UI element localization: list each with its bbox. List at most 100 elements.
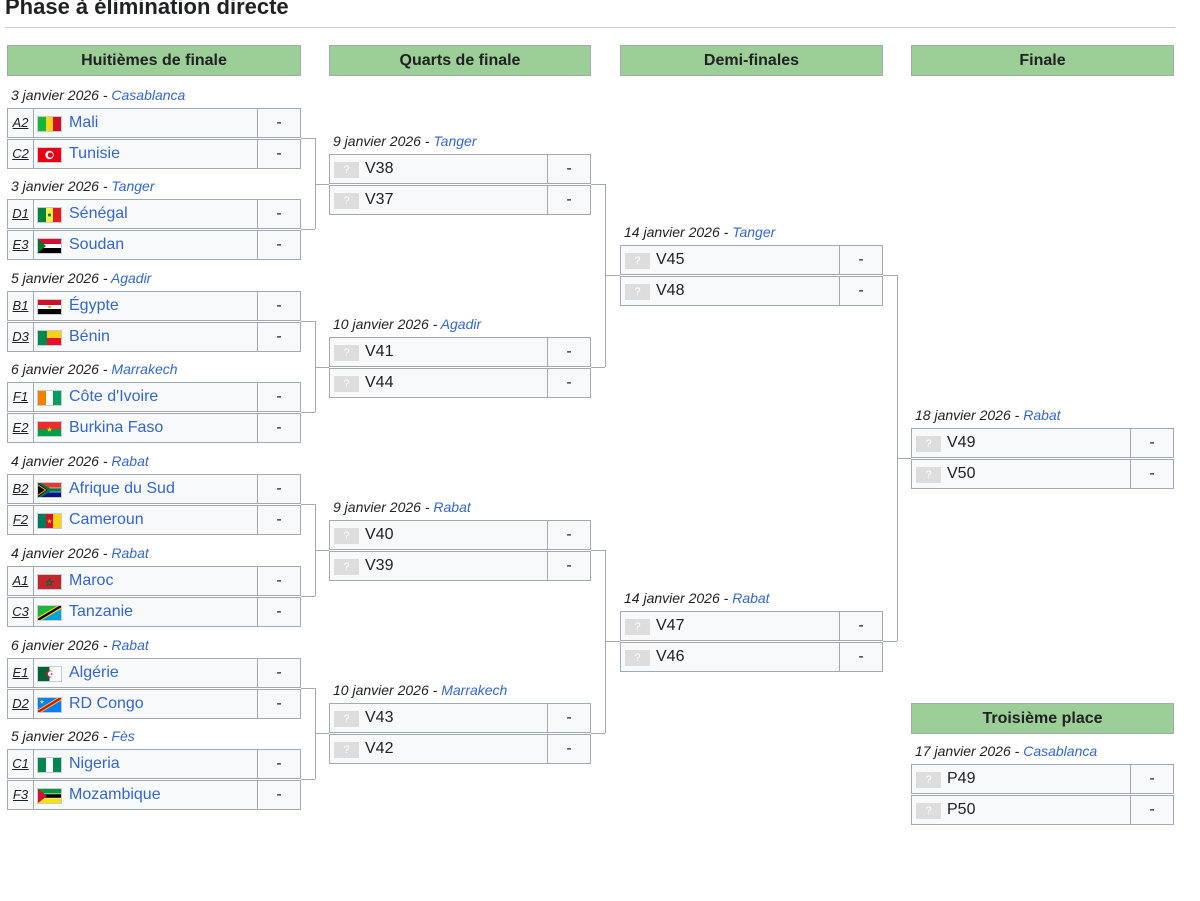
r16-caption: 6 janvier 2026 - Marrakech bbox=[11, 361, 178, 377]
seed-link[interactable]: D1 bbox=[8, 200, 34, 228]
venue-link[interactable]: Rabat bbox=[111, 545, 149, 561]
caption-separator: - bbox=[98, 453, 112, 469]
score: - bbox=[547, 155, 590, 183]
r16-caption: 5 janvier 2026 - Agadir bbox=[11, 270, 151, 286]
third-place-team-row: ?P49- bbox=[911, 764, 1174, 794]
seed-link[interactable]: B2 bbox=[8, 475, 34, 503]
venue-link[interactable]: Agadir bbox=[110, 270, 152, 286]
team-name-link[interactable]: Nigeria bbox=[69, 755, 120, 772]
seed-link[interactable]: D3 bbox=[8, 322, 34, 351]
team-name-link[interactable]: Cameroun bbox=[69, 510, 144, 528]
score: - bbox=[257, 230, 300, 259]
venue-link[interactable]: Casablanca bbox=[111, 87, 186, 103]
venue-link[interactable]: Rabat bbox=[433, 499, 471, 515]
venue-link[interactable]: Casablanca bbox=[1023, 743, 1098, 759]
caption-separator: - bbox=[98, 637, 112, 653]
unknown-flag-icon: ? bbox=[334, 741, 359, 758]
team-name-link[interactable]: Burkina Faso bbox=[69, 418, 164, 436]
team-name-link[interactable]: Mali bbox=[69, 114, 99, 131]
senegal-flag-icon bbox=[37, 207, 62, 223]
venue-link[interactable]: Agadir bbox=[440, 316, 482, 332]
seed-link[interactable]: B1 bbox=[8, 292, 34, 320]
venue-link[interactable]: Rabat bbox=[1023, 407, 1061, 423]
seed-link[interactable]: F3 bbox=[8, 780, 34, 809]
bracket-connector bbox=[301, 596, 315, 597]
unknown-flag-icon: ? bbox=[334, 528, 359, 544]
seed-link[interactable]: C3 bbox=[8, 597, 34, 626]
unknown-flag-icon: ? bbox=[625, 619, 650, 635]
team-name-link[interactable]: Côte d'Ivoire bbox=[69, 388, 159, 405]
team-placeholder: V45 bbox=[656, 251, 685, 268]
venue-link[interactable]: Rabat bbox=[111, 453, 149, 469]
match-date: 6 janvier 2026 bbox=[11, 361, 99, 377]
venue-link[interactable]: Marrakech bbox=[441, 682, 508, 698]
seed-link[interactable]: A2 bbox=[8, 109, 34, 137]
page-title: Phase à élimination directe bbox=[5, 0, 289, 19]
venue-link[interactable]: Tanger bbox=[433, 133, 477, 149]
south-africa-flag-icon bbox=[37, 482, 62, 498]
team-name-link[interactable]: RD Congo bbox=[69, 694, 144, 712]
score: - bbox=[839, 246, 882, 274]
unknown-flag-icon: ? bbox=[334, 711, 359, 727]
match-date: 14 janvier 2026 bbox=[624, 224, 720, 240]
caption-separator: - bbox=[1010, 407, 1024, 423]
seed-link[interactable]: F2 bbox=[8, 505, 34, 534]
seed-link[interactable]: F1 bbox=[8, 383, 34, 411]
venue-link[interactable]: Fès bbox=[111, 728, 135, 744]
nigeria-flag-icon bbox=[37, 757, 62, 773]
venue-link[interactable]: Rabat bbox=[732, 590, 770, 606]
caption-separator: - bbox=[98, 728, 112, 744]
qf-caption: 9 janvier 2026 - Tanger bbox=[333, 133, 476, 149]
dr-congo-flag-icon bbox=[37, 696, 62, 713]
match-date: 4 janvier 2026 bbox=[11, 545, 99, 561]
seed-link[interactable]: C2 bbox=[8, 139, 34, 168]
bracket-connector bbox=[883, 641, 897, 642]
sf-team-row: ?V46- bbox=[620, 641, 883, 672]
team-placeholder: V48 bbox=[656, 281, 685, 299]
venue-link[interactable]: Tanger bbox=[111, 178, 155, 194]
seed-link[interactable]: E2 bbox=[8, 413, 34, 442]
qf-team-row: ?V40- bbox=[329, 520, 591, 550]
score: - bbox=[839, 276, 882, 305]
seed-link[interactable]: E3 bbox=[8, 230, 34, 259]
algeria-flag-icon bbox=[37, 666, 62, 682]
team-placeholder: P49 bbox=[947, 770, 976, 787]
team-name-link[interactable]: Mozambique bbox=[69, 785, 161, 803]
team-name-link[interactable]: Soudan bbox=[69, 235, 125, 253]
team-name-link[interactable]: Maroc bbox=[69, 572, 114, 589]
qf-team-row: ?V38- bbox=[329, 154, 591, 184]
score: - bbox=[547, 185, 590, 214]
bracket-connector bbox=[301, 138, 315, 139]
team-name-link[interactable]: Sénégal bbox=[69, 205, 128, 222]
r16-caption: 3 janvier 2026 - Tanger bbox=[11, 178, 154, 194]
team-name-link[interactable]: Afrique du Sud bbox=[69, 480, 175, 497]
team-name-link[interactable]: Tunisie bbox=[69, 144, 120, 162]
match-date: 17 janvier 2026 bbox=[915, 743, 1011, 759]
seed-link[interactable]: C1 bbox=[8, 750, 34, 778]
seed-link[interactable]: A1 bbox=[8, 567, 34, 595]
seed-link[interactable]: E1 bbox=[8, 659, 34, 687]
venue-link[interactable]: Rabat bbox=[111, 637, 149, 653]
match-date: 18 janvier 2026 bbox=[915, 407, 1011, 423]
score: - bbox=[257, 139, 300, 168]
venue-link[interactable]: Marrakech bbox=[111, 361, 178, 377]
score: - bbox=[257, 567, 300, 595]
score: - bbox=[257, 689, 300, 718]
match-date: 6 janvier 2026 bbox=[11, 637, 99, 653]
venue-link[interactable]: Tanger bbox=[732, 224, 776, 240]
team-name-link[interactable]: Algérie bbox=[69, 664, 119, 681]
seed-link[interactable]: D2 bbox=[8, 689, 34, 718]
final-caption: 18 janvier 2026 - Rabat bbox=[915, 407, 1061, 423]
match-date: 4 janvier 2026 bbox=[11, 453, 99, 469]
caption-separator: - bbox=[719, 224, 733, 240]
ivory-coast-flag-icon bbox=[37, 390, 62, 406]
team-name-link[interactable]: Bénin bbox=[69, 327, 110, 345]
team-name-link[interactable]: Égypte bbox=[69, 297, 119, 314]
bracket-connector bbox=[591, 367, 605, 368]
team-name-link[interactable]: Tanzanie bbox=[69, 602, 134, 620]
